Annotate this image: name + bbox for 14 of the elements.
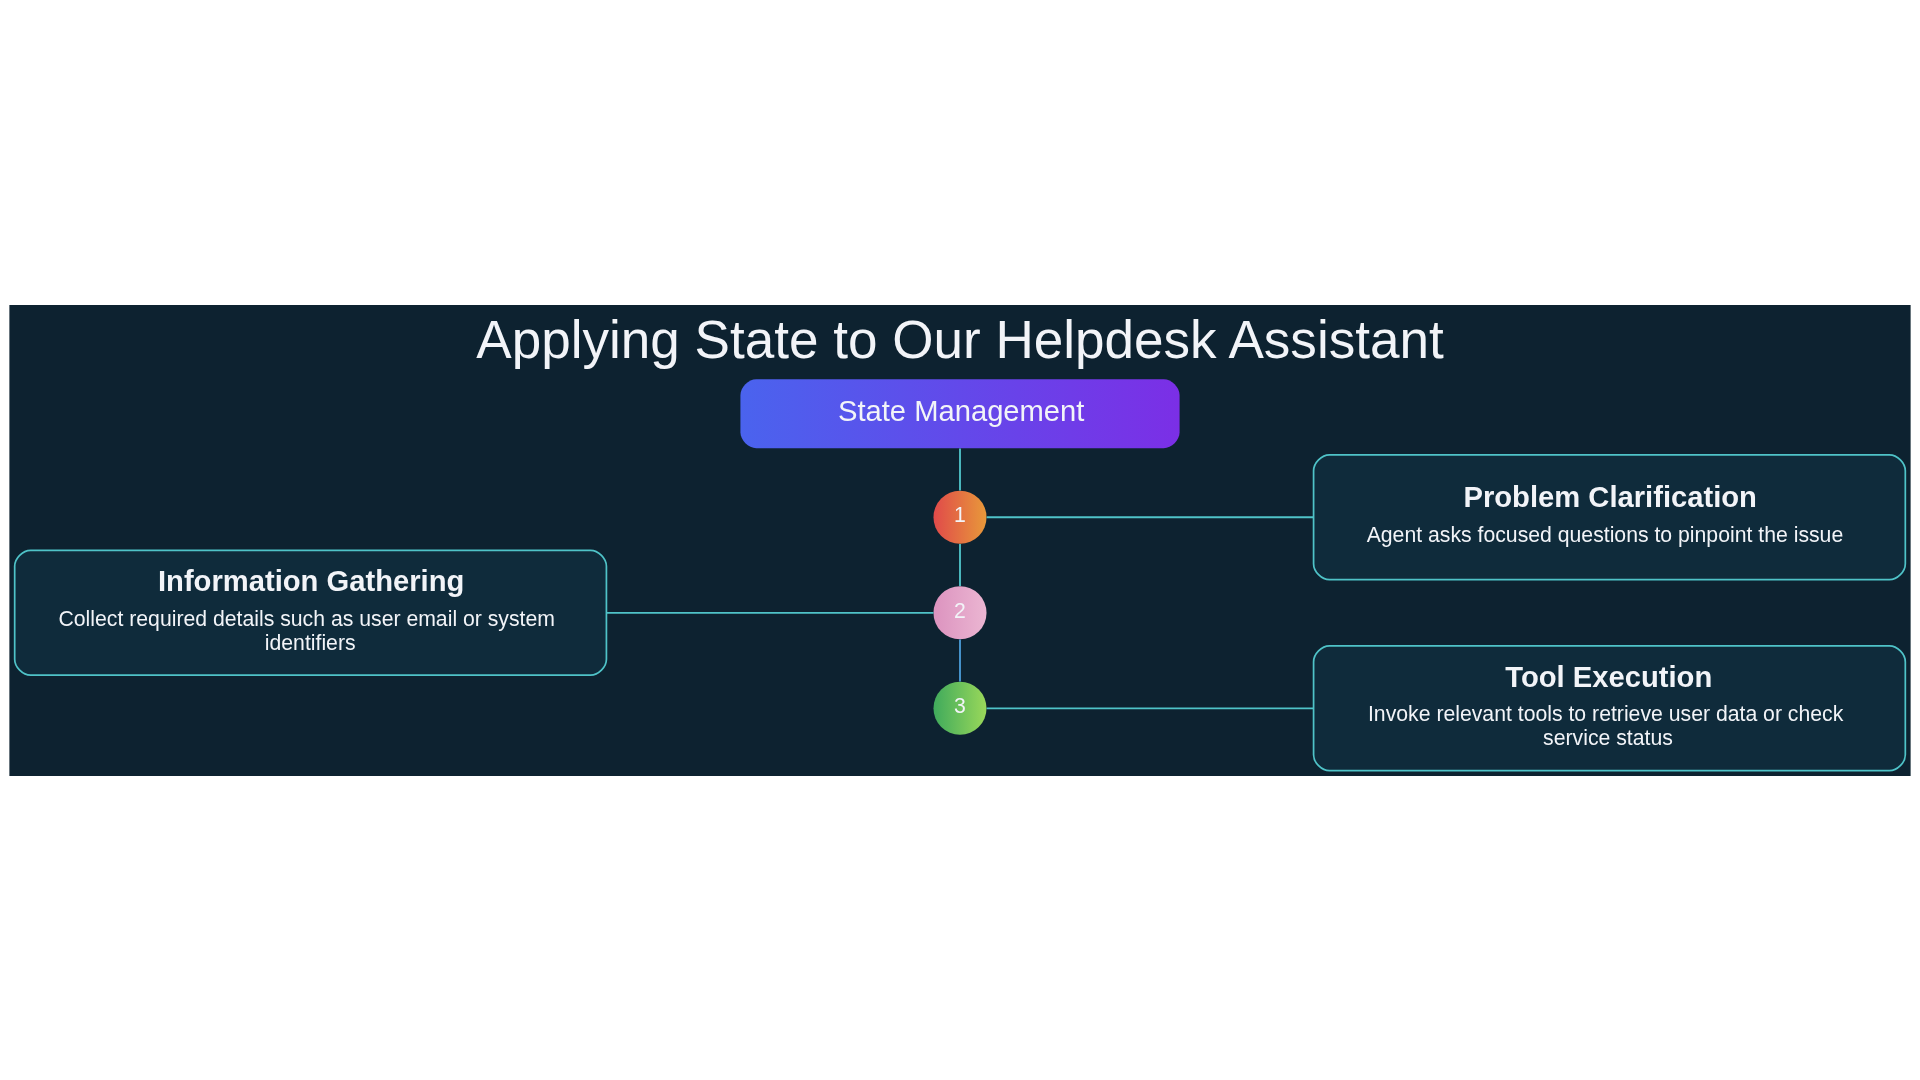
connector [959, 447, 961, 492]
node-circle: 1 [933, 490, 987, 544]
connector [985, 706, 1315, 709]
node-circle: 2 [933, 585, 987, 639]
connector [959, 542, 961, 587]
node-box: State Management [740, 378, 1180, 448]
connector [605, 611, 935, 614]
connector [959, 638, 961, 682]
node-box: Tool Execution Invoke relevant tools to retrieve user data or check service status [1312, 644, 1907, 772]
node-circle: 3 [933, 681, 987, 735]
connector [985, 515, 1315, 518]
diagram-title: Applying State to Our Helpdesk Assistant [476, 309, 1444, 369]
node-box: Problem Clarification Agent asks focused questions to pinpoint the issue [1312, 453, 1907, 580]
node-box: Information Gathering Collect required details such as user email or system identifiers [13, 549, 608, 676]
